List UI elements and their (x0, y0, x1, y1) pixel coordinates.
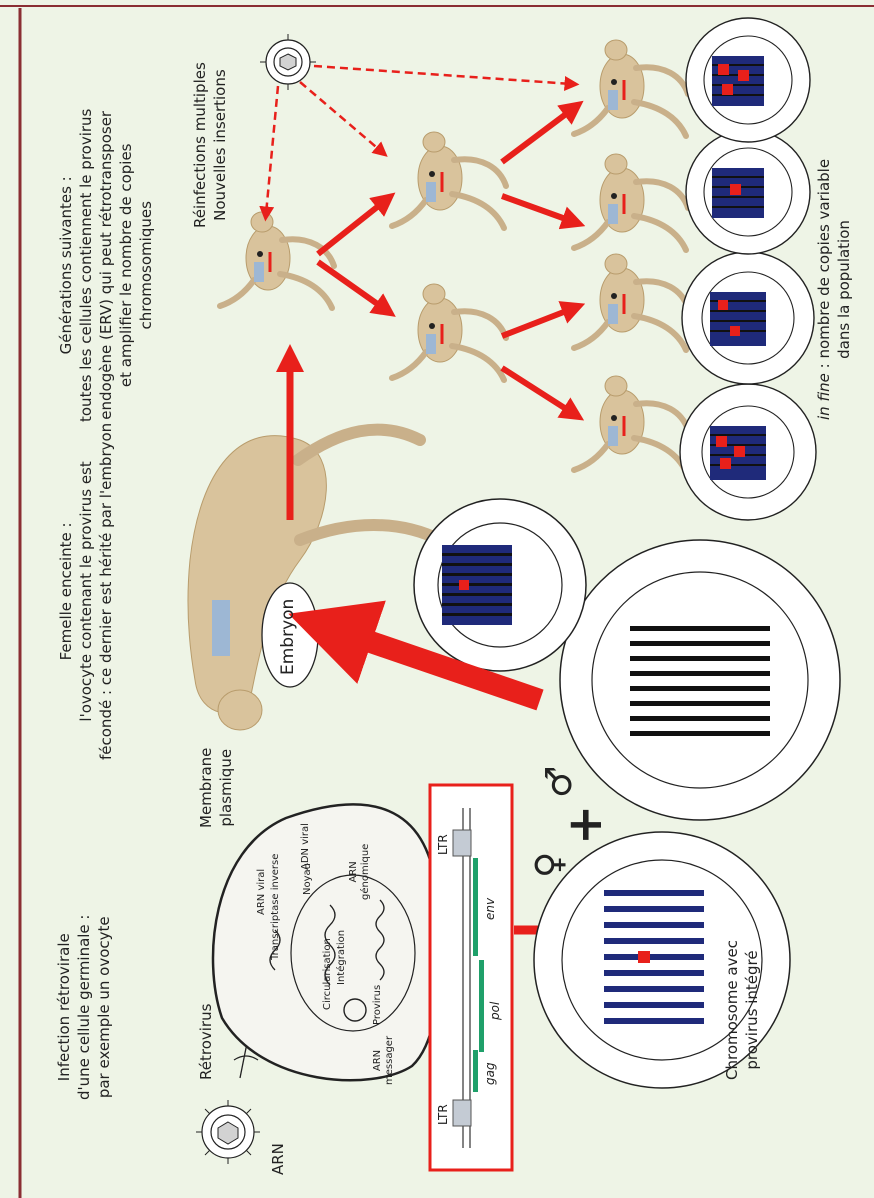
pregnant-female-monkey (188, 430, 440, 730)
arrow-gen2b-to-gen3c (502, 196, 574, 222)
descendant-cell-a (680, 384, 816, 520)
monkey-gen3-a (574, 376, 688, 472)
step2-heading: Femelle enceinte : l'ovocyte contenant l… (56, 423, 116, 760)
retrovirus-label: Rétrovirus (196, 1004, 216, 1080)
plasma-membrane-label: Membrane plasmique (196, 748, 236, 828)
monkey-gen3-b (574, 254, 688, 350)
descendant-cell-d (686, 18, 810, 142)
arrow-gen1-to-gen2b (318, 200, 386, 254)
reinfection-arrow-gen3 (314, 66, 572, 84)
monkey-gen2-b (392, 132, 506, 228)
reinfection-label: Réinfections multiples Nouvelles inserti… (190, 62, 230, 228)
monkey-gen3-c (574, 154, 688, 250)
male-symbol: ♂ (540, 766, 580, 798)
env-gene-bar (473, 858, 478, 956)
virion-small-icon (196, 1100, 260, 1164)
reinfection-arrow-gen1 (266, 86, 278, 214)
ltr-right-label: LTR (436, 834, 451, 855)
circularization-label: Circularisation (322, 938, 334, 1010)
chromosome-caption: Chromosome avec provirus intégré (722, 940, 762, 1080)
female-symbol: ♀ (530, 852, 570, 878)
descendant-cell-b (682, 252, 814, 384)
conclusion-label: in fine : nombre de copies variable dans… (814, 159, 854, 420)
virion-reinfection-icon (260, 34, 316, 90)
viral-rna-label: ARN viral (256, 869, 268, 915)
ltr-left-label: LTR (436, 1104, 451, 1125)
plus-sign: + (560, 805, 610, 845)
chromosome-set-with-provirus (604, 890, 704, 1024)
reinfection-arrow-gen2 (300, 82, 382, 152)
arrow-gen2b-to-gen3d (502, 108, 574, 162)
pol-gene-bar (479, 960, 484, 1052)
ltr-left-block (453, 1100, 471, 1126)
gag-gene-bar (473, 1050, 478, 1092)
monkey-gen3-d (574, 40, 688, 136)
gag-gene-label: gag (483, 1062, 498, 1085)
conclusion-text: : nombre de copies variable (815, 159, 833, 373)
descendant-cell-c (686, 130, 810, 254)
arrow-gen2a-to-gen3b (502, 308, 574, 336)
arrow-gen2a-to-gen3a (502, 368, 574, 414)
rna-label: ARN (268, 1143, 288, 1175)
integration-label: Intégration (336, 930, 348, 985)
ltr-right-block (453, 830, 471, 856)
pol-gene-label: pol (488, 1002, 503, 1020)
embryo-chromosome-set (442, 545, 512, 625)
step3-heading: Générations suivantes : toutes les cellu… (56, 109, 156, 422)
mrna-squiggle (234, 1056, 258, 1060)
nucleus-label: Noyau (302, 863, 314, 895)
provirus-label: Provirus (372, 985, 384, 1025)
env-gene-label: env (483, 898, 498, 920)
messenger-rna-label: ARN messager (372, 1036, 396, 1085)
conclusion-italic: in fine (815, 373, 833, 420)
reverse-transcriptase-label: Transcriptase inverse (270, 854, 282, 960)
embryo-label: Embryon (278, 599, 298, 675)
monkey-gen1 (220, 212, 334, 308)
monkey-gen2-a (392, 284, 506, 380)
genomic-rna-label: ARN génomique (348, 844, 372, 900)
sperm-cell-outer (560, 540, 840, 820)
step1-heading: Infection rétrovirale d'une cellule germ… (54, 915, 114, 1101)
